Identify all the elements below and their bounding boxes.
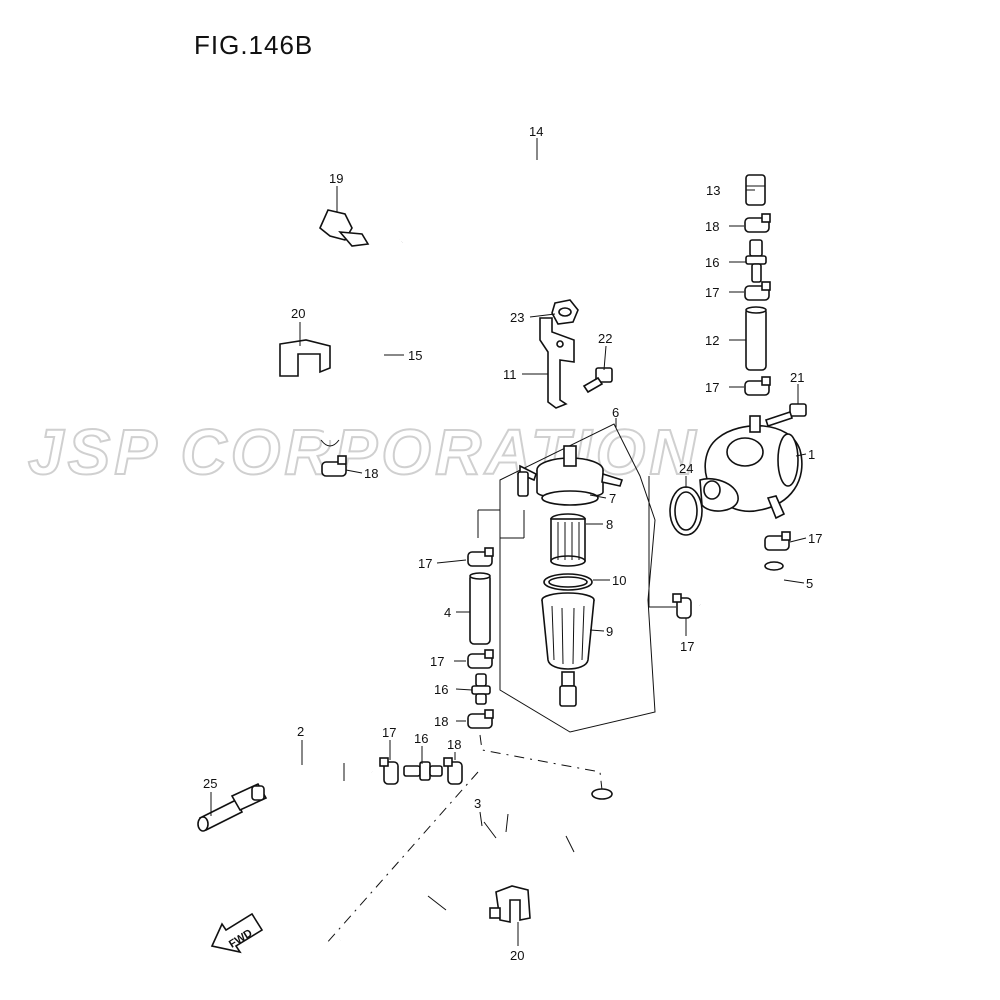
hose-15 — [320, 236, 408, 447]
callout-18-right: 18 — [705, 219, 719, 234]
hose-12 — [745, 306, 767, 371]
callout-14: 14 — [529, 124, 543, 139]
clamp-17-upper-right — [744, 281, 771, 301]
o-ring-24 — [669, 486, 703, 536]
hose-5 — [697, 561, 797, 646]
callout-8: 8 — [606, 517, 613, 532]
callout-24: 24 — [679, 461, 693, 476]
callout-10: 10 — [612, 573, 626, 588]
clamp-18-bottom — [443, 757, 463, 785]
leader-lines — [210, 138, 807, 946]
connector-25 — [197, 782, 268, 832]
clamp-18-left-lower — [467, 709, 494, 729]
callout-17-pump: 17 — [808, 531, 822, 546]
clamp-18-left — [321, 455, 347, 477]
callout-23: 23 — [510, 310, 524, 325]
callout-16-left: 16 — [434, 682, 448, 697]
callout-7: 7 — [609, 491, 616, 506]
callout-11: 11 — [503, 367, 517, 382]
figure-title: FIG.146B — [194, 30, 314, 60]
hose-14 — [397, 86, 762, 247]
hose-3 — [339, 788, 613, 949]
callout-20-upper: 20 — [291, 306, 305, 321]
o-ring-10 — [543, 573, 593, 591]
filter-element-8 — [550, 513, 586, 567]
callout-17-left-upper: 17 — [418, 556, 432, 571]
clamp-17-left-lower — [467, 649, 494, 669]
fitting-16-upper — [745, 239, 767, 283]
callout-2: 2 — [297, 724, 304, 739]
clip-20-lower — [489, 885, 531, 923]
callout-17-left-lower: 17 — [430, 654, 444, 669]
callout-17-right-mid: 17 — [705, 380, 719, 395]
callout-25: 25 — [203, 776, 217, 791]
callout-5: 5 — [806, 576, 813, 591]
callout-18-left: 18 — [364, 466, 378, 481]
filter-bowl-9 — [541, 592, 595, 707]
clamp-17-mid-right — [744, 376, 771, 396]
callout-17-hose5: 17 — [680, 639, 694, 654]
clip-20-upper — [279, 339, 331, 377]
callout-6: 6 — [612, 405, 619, 420]
callout-9: 9 — [606, 624, 613, 639]
filter-assembly-group-6 — [477, 423, 676, 733]
clamp-19 — [319, 209, 370, 247]
callout-1: 1 — [808, 447, 815, 462]
bracket-11 — [539, 317, 575, 409]
clamp-17-left-upper — [467, 547, 494, 567]
callout-16-bottom: 16 — [414, 731, 428, 746]
bolt-22 — [582, 367, 613, 394]
dashed-connectors — [324, 734, 603, 946]
nut-23 — [551, 299, 579, 325]
callout-17-bottom: 17 — [382, 725, 396, 740]
callout-16-right: 16 — [705, 255, 719, 270]
fuel-pump-1 — [699, 415, 803, 520]
callout-12: 12 — [705, 333, 719, 348]
filter-head-7 — [517, 445, 624, 506]
hose-4 — [469, 572, 491, 645]
bolt-21 — [764, 403, 807, 428]
callout-21: 21 — [790, 370, 804, 385]
clamp-17-bottom — [379, 757, 399, 785]
clamp-17-pump — [764, 531, 791, 551]
callout-19: 19 — [329, 171, 343, 186]
clamp-17-hose5 — [672, 593, 692, 619]
callout-22: 22 — [598, 331, 612, 346]
callout-15: 15 — [408, 348, 422, 363]
fitting-16-bottom — [403, 761, 443, 781]
callout-3: 3 — [474, 796, 481, 811]
callout-20-lower: 20 — [510, 948, 524, 963]
callout-18-bottom: 18 — [447, 737, 461, 752]
callout-13: 13 — [706, 183, 720, 198]
callout-17-right-upper: 17 — [705, 285, 719, 300]
callout-4: 4 — [444, 605, 451, 620]
clamp-18-right — [744, 213, 771, 233]
callout-labels: 14 13 19 20 15 18 23 22 11 6 7 8 10 9 18… — [203, 124, 822, 963]
fwd-arrow-icon: FWD — [210, 912, 264, 954]
hose-2 — [256, 759, 373, 797]
fitting-16-left — [471, 673, 491, 705]
callout-18-left-lower: 18 — [434, 714, 448, 729]
